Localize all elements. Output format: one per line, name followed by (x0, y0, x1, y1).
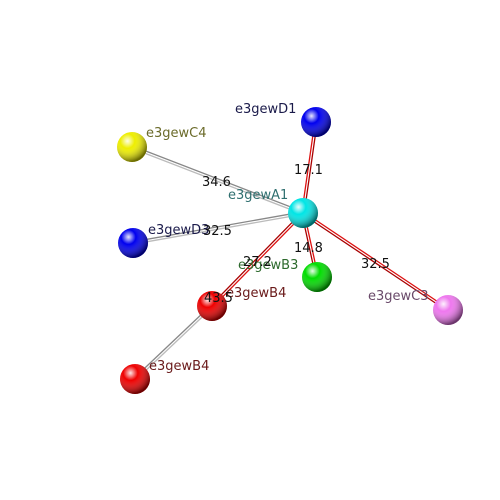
bond-A1-D1-a (301, 121, 316, 213)
distance-label-A1-C3: 32.5 (361, 257, 390, 272)
distance-label-A1-D3: 32.5 (203, 224, 232, 239)
atom-shading-B4a (197, 291, 227, 321)
bond-A1-D1-b (303, 122, 318, 214)
atom-shading-C3 (433, 295, 463, 325)
bond-A1-C4-a (131, 147, 303, 215)
bond-B4a-B4b-b (133, 304, 212, 379)
bond-A1-D3-b (132, 211, 303, 243)
distance-label-A1-D1: 17.1 (294, 163, 323, 178)
atom-shading-D1 (301, 107, 331, 137)
atom-shading-C4 (117, 132, 147, 162)
bond-A1-C4-b (132, 145, 304, 213)
bond-A1-D3-a (133, 213, 304, 245)
atom-label-C3: e3gewC3 (368, 289, 429, 304)
bonds-layer (131, 121, 450, 381)
atom-shading-D3 (118, 228, 148, 258)
distance-label-A1-B4a: 27.2 (243, 255, 272, 270)
bond-A1-B4a-b (210, 211, 303, 306)
atom-label-B3: e3gewB3 (238, 258, 298, 273)
distance-label-A1-C4: 34.6 (202, 175, 231, 190)
distance-label-B4a-B4b: 43.5 (204, 291, 233, 306)
atom-shading-B4b (120, 364, 150, 394)
atom-label-C4: e3gewC4 (146, 126, 207, 141)
atom-label-D1: e3gewD1 (235, 102, 296, 117)
distance-label-A1-B3: 14.8 (294, 241, 323, 256)
atom-label-A1: e3gewA1 (228, 188, 288, 203)
atom-shading-A1 (288, 198, 318, 228)
bond-A1-C3-b (301, 213, 448, 312)
atom-label-B4b: e3gewB4 (149, 359, 209, 374)
bond-A1-C3-a (303, 211, 450, 310)
atom-label-B4a: e3gewB4 (226, 286, 286, 301)
bond-B4a-B4b-a (135, 306, 214, 381)
atoms-layer (117, 107, 463, 394)
atom-label-D3: e3gewD3 (148, 223, 209, 238)
labels-layer: e3gewA1 e3gewD1 e3gewC4 e3gewD3 e3gewB3 e3gew… (146, 102, 429, 374)
bond-A1-B4a-a (212, 213, 305, 308)
atom-shading-B3 (302, 262, 332, 292)
